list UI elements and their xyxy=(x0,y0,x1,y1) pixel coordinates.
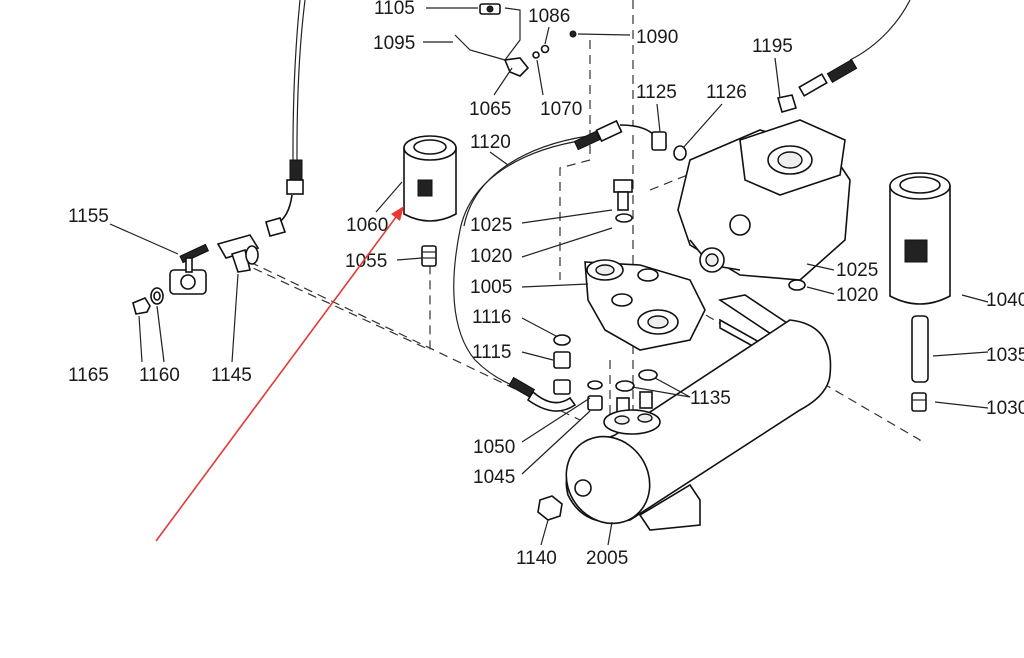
tube-1035 xyxy=(911,315,929,383)
label-1025-center: 1025 xyxy=(470,215,512,236)
hose-lines xyxy=(292,0,911,389)
label-1020-center: 1020 xyxy=(470,246,512,267)
label-1120: 1120 xyxy=(470,132,511,153)
oil-filter-1060 xyxy=(403,135,457,222)
compressor-pump xyxy=(677,119,851,281)
label-1065: 1065 xyxy=(469,99,511,120)
label-1165: 1165 xyxy=(68,365,109,386)
label-1060: 1060 xyxy=(346,215,388,236)
label-1025-right: 1025 xyxy=(836,260,878,281)
receiver-tank-2005 xyxy=(565,319,832,531)
label-1145: 1145 xyxy=(211,365,252,386)
oil-filter-1040 xyxy=(889,172,951,305)
label-1155: 1155 xyxy=(68,206,109,227)
label-1160: 1160 xyxy=(139,365,180,386)
label-1126: 1126 xyxy=(706,82,747,103)
part-labels: 1105 1086 1095 1090 1195 1065 1070 1125 … xyxy=(68,0,1024,569)
label-1125: 1125 xyxy=(636,82,677,103)
ball-valve-1155 xyxy=(169,243,210,295)
label-2005: 2005 xyxy=(586,548,628,569)
orings-1135 xyxy=(615,369,658,415)
plug-1165-washer-1160 xyxy=(132,287,164,315)
label-1055: 1055 xyxy=(345,251,387,272)
fittings-1125-1126 xyxy=(651,131,687,161)
label-1086: 1086 xyxy=(528,6,570,27)
label-1030: 1030 xyxy=(986,398,1024,419)
oring-1086 xyxy=(540,30,577,54)
hose-fitting-1050 xyxy=(508,376,577,412)
label-1050: 1050 xyxy=(473,437,515,458)
label-1195: 1195 xyxy=(752,36,793,57)
plug-1140 xyxy=(537,495,563,521)
label-1135: 1135 xyxy=(690,388,731,409)
hose-fitting-1195 xyxy=(776,58,858,113)
tee-fitting-1145 xyxy=(216,234,260,273)
label-1005: 1005 xyxy=(470,277,512,298)
label-1115: 1115 xyxy=(472,342,511,363)
red-annotation-arrow xyxy=(155,206,404,542)
label-1070: 1070 xyxy=(540,99,582,120)
label-1020-right: 1020 xyxy=(836,285,878,306)
label-1095: 1095 xyxy=(373,33,415,54)
elbow-1065 xyxy=(503,51,540,77)
label-1116: 1116 xyxy=(472,307,511,328)
label-1035: 1035 xyxy=(986,345,1024,366)
hose-fitting-top-left xyxy=(265,159,304,237)
hose-fitting-1120 xyxy=(573,119,659,151)
label-1090: 1090 xyxy=(636,27,678,48)
fitting-1105 xyxy=(479,3,501,15)
label-1045: 1045 xyxy=(473,467,515,488)
nipple-1030 xyxy=(911,392,927,412)
label-1140: 1140 xyxy=(516,548,557,569)
manifold-1005 xyxy=(584,259,706,351)
parts xyxy=(132,3,951,531)
label-1040: 1040 xyxy=(986,290,1024,311)
bolt-1025 xyxy=(613,179,633,223)
nipple-1055 xyxy=(421,245,437,267)
fittings-1116-1115 xyxy=(553,334,603,411)
label-1105: 1105 xyxy=(374,0,415,19)
leader-lines xyxy=(109,7,989,546)
